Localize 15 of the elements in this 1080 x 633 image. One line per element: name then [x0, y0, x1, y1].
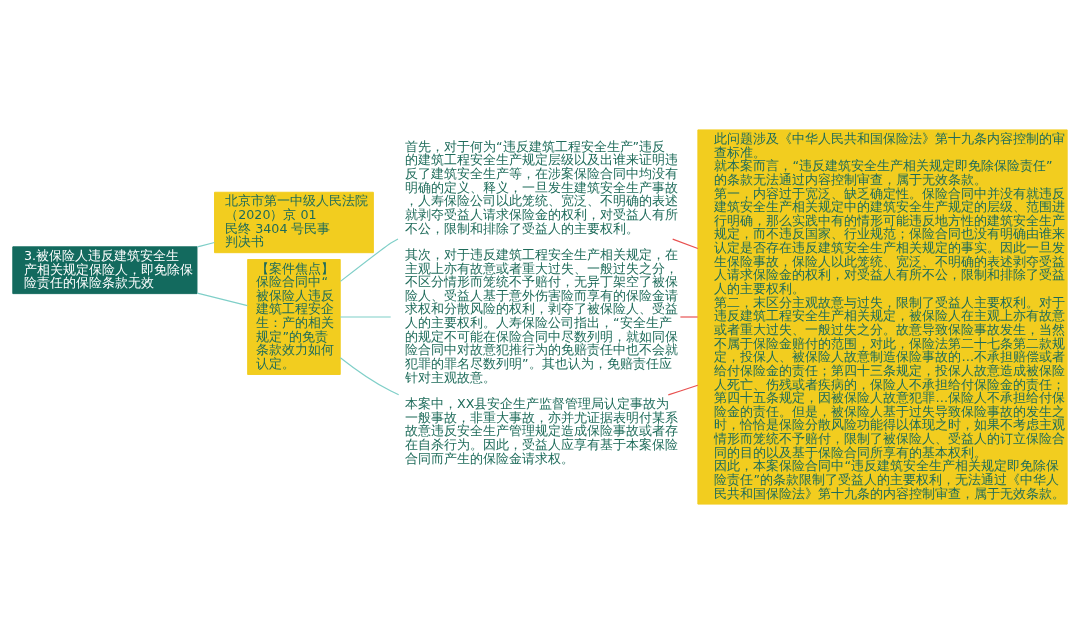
- node-text: 首先，对于何为“违反建筑工程安全生产”违反的建筑工程安全生产规定层级以及出谁来证明违反了建筑安全生产等，在涉案保险合同中均没有明确的定义、释义，一旦发生建筑安全生产事故，人寿保险公司以此笼统、宽泛、不明确的表述就剥夺受益人请求保险金的权利，对受益人有所不公，限制和排除了受益人的主要权利。: [405, 138, 679, 236]
- connector: [672, 238, 699, 249]
- connector: [339, 238, 399, 282]
- connector: [339, 315, 392, 318]
- node-text: 其次，对于违反建筑工程安全生产相关规定，在主观上亦有故意或者重大过失、一般过失之分，不区分情形而笼统不予赔付，无异丁架空了被保险人、受益人基于意外伤害险而享有的保险金请求权和分散风险的权利，剥夺了被保险人、受益人的主要权利。人寿保险公司指出，“安全生产的规定不可能在保险合同中尽数列明，就如同保险合同中对故意犯推行为的免赔责任中也不会就犯罪的罪名尽数列明”。其也认为，免赔责任应针对主观故意。: [405, 246, 679, 385]
- connector: [196, 292, 248, 306]
- connector: [679, 315, 699, 318]
- node-box: 3.被保险人违反建筑安全生产相关规定保险人，即免除保险责任的保险条款无效: [12, 245, 198, 294]
- connector: [667, 384, 699, 395]
- node-box: 【案件焦点】 保险合同中“被保险人违反建筑工程安企生：产的相关规定”的免责条款效力如何认定。: [247, 258, 341, 375]
- node-box: 此问题涉及《中华人民共和国保险法》第十九条内容控制的审查标准。 就本案而言，“违反建筑安全生产相关规定即免除保险责任”的条款无法通过内容控制审查，属于无效条款。 第一，内容过于宽泛、缺乏确定性。保险合同中并没有就违反建筑安全生产相关规定中的建筑安全生产规定的层级、范围进行明确，那么实践中有的情形可能违反地方性的建筑安全生产规定，而不违反国家、行业规范；保险合同也没有明确由谁来认定是否存在违反建筑安全生产相关规定的事实。因此一旦发生保险事故，保险人以此笼统、宽泛、不明确的表述剥夺受益人请求保险金的权利，对受益人有所不公，限制和排除了受益人的主要权利。 第二，末区分主观故意与过失，限制了受益人主要权利。对于违反建筑工程安全生产相关规定，被保险人在主观上亦有故意或者重大过失、一般过失之分。故意导致保险事故发生，当然不属于保险金赔付的范围，对此，保险法第二十七条第二款规定，投保人、被保险人故意制造保险事故的…不承担赔偿或者给付保险金的责任；第四十三条规定，投保人故意造成被保险人死亡、伤残或者疾病的，保险人不承担给付保险金的责任；第四十五条规定，因被保险人故意犯罪…保险人不承担给付保险金的责任。但是，被保险人基于过失导致保险事故的发生之时，恰恰是保险分散风险功能得以体现之时，如果不考虑主观情形而笼统不予赔付，限制了被保险人、受益人的订立保险合同的目的以及基于保险合同所享有的基本权利。 因此，本案保险合同中“违反建筑安全生产相关规定即免除保险责任”的条款限制了受益人的主要权利，无法通过《中华人民共和国保险法》第十九条的内容控制审查，属于无效条款。: [697, 128, 1068, 505]
- node-box: 北京市第一中级人民法院（2020）京 01 民终 3404 号民事判决书: [214, 191, 374, 253]
- connector: [339, 356, 400, 395]
- node-text: 本案中，XX县安企生产监督管理局认定事故为一般事故，非重大事故，亦并尤证据表明付某系故意违反安全生产管理规定造成保险事故或者存在自杀行为。因此，受益人应享有基于本案保险合同而产生的保险金请求权。: [405, 395, 679, 466]
- connector: [196, 241, 215, 247]
